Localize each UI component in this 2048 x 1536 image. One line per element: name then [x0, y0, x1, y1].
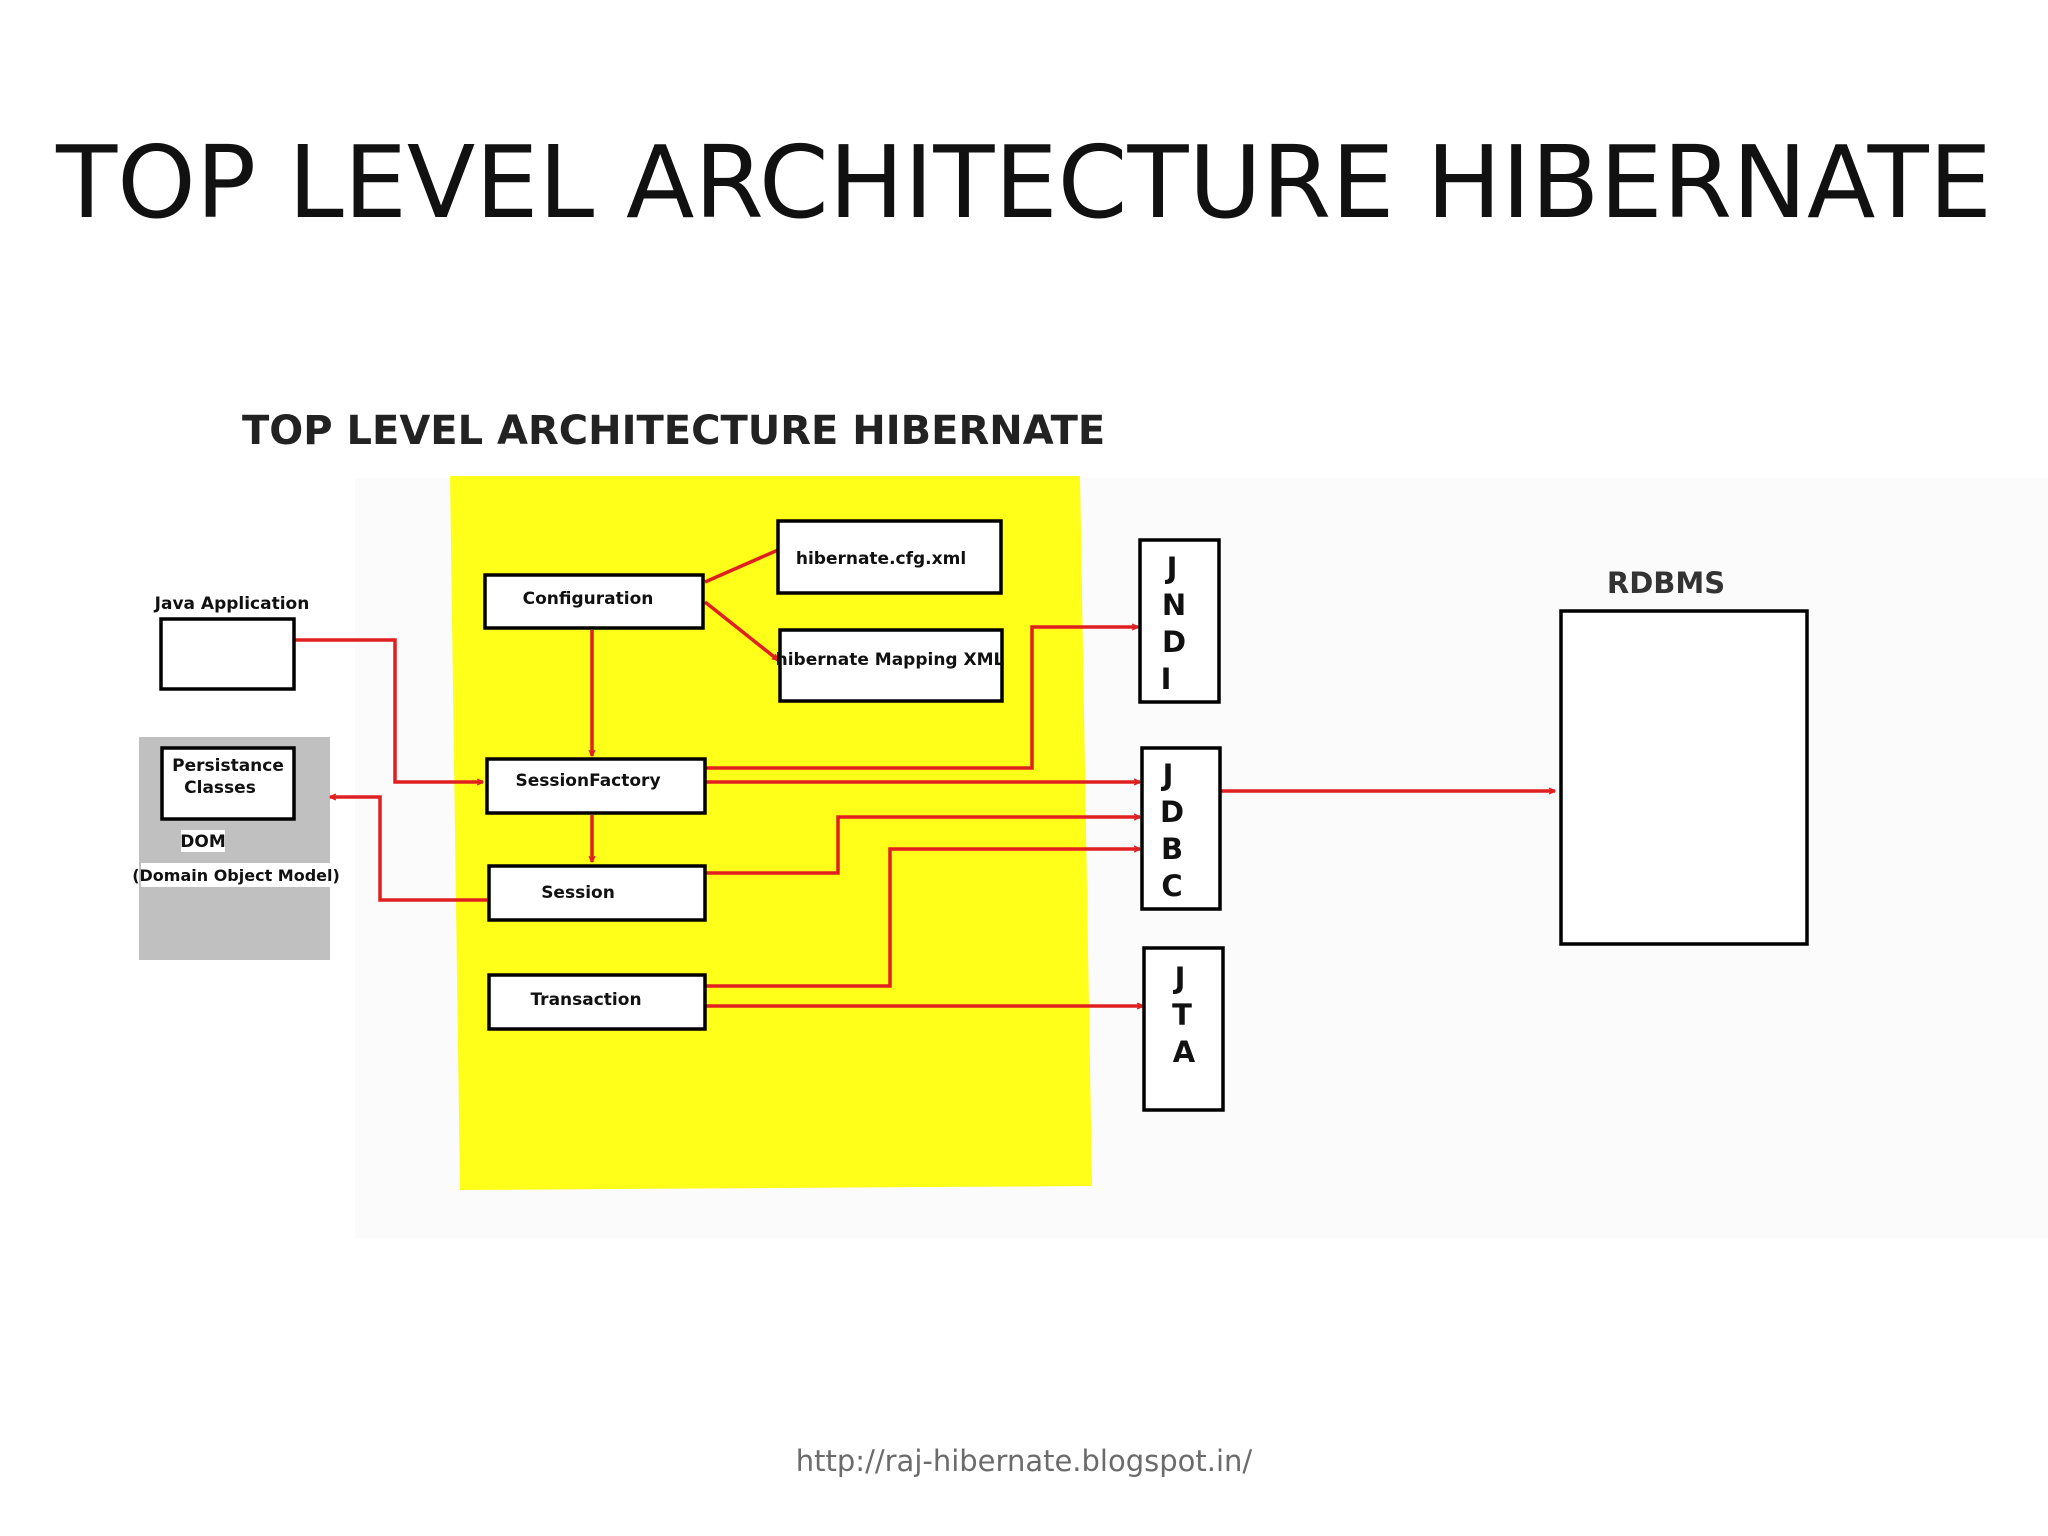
jdbc-box: [1140, 746, 1222, 911]
hibernate-mapping-xml-box: [778, 628, 1004, 703]
jta-letter: T: [1172, 998, 1192, 1032]
rdbms-label: RDBMS: [1607, 566, 1725, 600]
transaction-label: Transaction: [530, 990, 641, 1010]
java-application-label: Java Application: [154, 594, 310, 614]
persistance-classes-label-line2: Classes: [184, 778, 256, 798]
rdbms-box: [1559, 609, 1809, 946]
diagram-title: TOP LEVEL ARCHITECTURE HIBERNATE: [242, 408, 1105, 454]
jta-box: [1142, 946, 1225, 1112]
arrow-transaction-to-jdbc: [705, 849, 1140, 988]
transaction-box: [487, 973, 707, 1031]
persistance-classes-label-line1: Persistance: [172, 756, 284, 776]
java-application-box: [159, 617, 296, 691]
jdbc-letter: J: [1161, 758, 1174, 792]
hibernate-cfg-xml-box: [776, 519, 1003, 595]
jndi-letter: J: [1165, 551, 1178, 585]
arrow-config-to-cfg: [704, 548, 779, 584]
session-box: [487, 864, 707, 922]
jta-letter: J: [1173, 961, 1186, 995]
jta-letter: A: [1173, 1035, 1196, 1069]
jdbc-letter: D: [1160, 795, 1184, 829]
dom-label: DOM: [180, 832, 225, 852]
slide-title: TOP LEVEL ARCHITECTURE HIBERNATE: [56, 124, 1992, 241]
configuration-label: Configuration: [523, 589, 654, 609]
arrow-javaapp-to-sessionfactory: [294, 638, 483, 782]
hibernate-mapping-xml-label: hibernate Mapping XML: [776, 650, 1005, 670]
session-label: Session: [541, 883, 615, 903]
jdbc-letter: B: [1161, 832, 1183, 866]
jndi-letter: N: [1162, 588, 1186, 622]
dom-label-background: [181, 830, 225, 852]
jndi-letter: I: [1161, 662, 1172, 696]
arrow-session-to-jdbc: [705, 817, 1140, 875]
persistance-classes-box: [160, 746, 296, 821]
arrow-config-to-mapping: [703, 600, 778, 662]
domain-object-model-label: (Domain Object Model): [132, 866, 340, 885]
arrow-session-to-persistance: [330, 797, 487, 902]
configuration-box: [483, 573, 705, 630]
connectors: [294, 548, 1555, 1006]
arrow-sessionfactory-to-jndi: [705, 627, 1138, 770]
session-factory-label: SessionFactory: [515, 771, 660, 791]
jndi-box: [1138, 538, 1221, 704]
footer-url[interactable]: http://raj-hibernate.blogspot.in/: [795, 1444, 1253, 1478]
jdbc-letter: C: [1161, 869, 1182, 903]
hibernate-cfg-xml-label: hibernate.cfg.xml: [796, 549, 966, 569]
domain-object-model-background: [141, 863, 330, 887]
session-factory-box: [485, 757, 707, 815]
jndi-letter: D: [1162, 625, 1186, 659]
boxes: [159, 519, 1809, 1112]
